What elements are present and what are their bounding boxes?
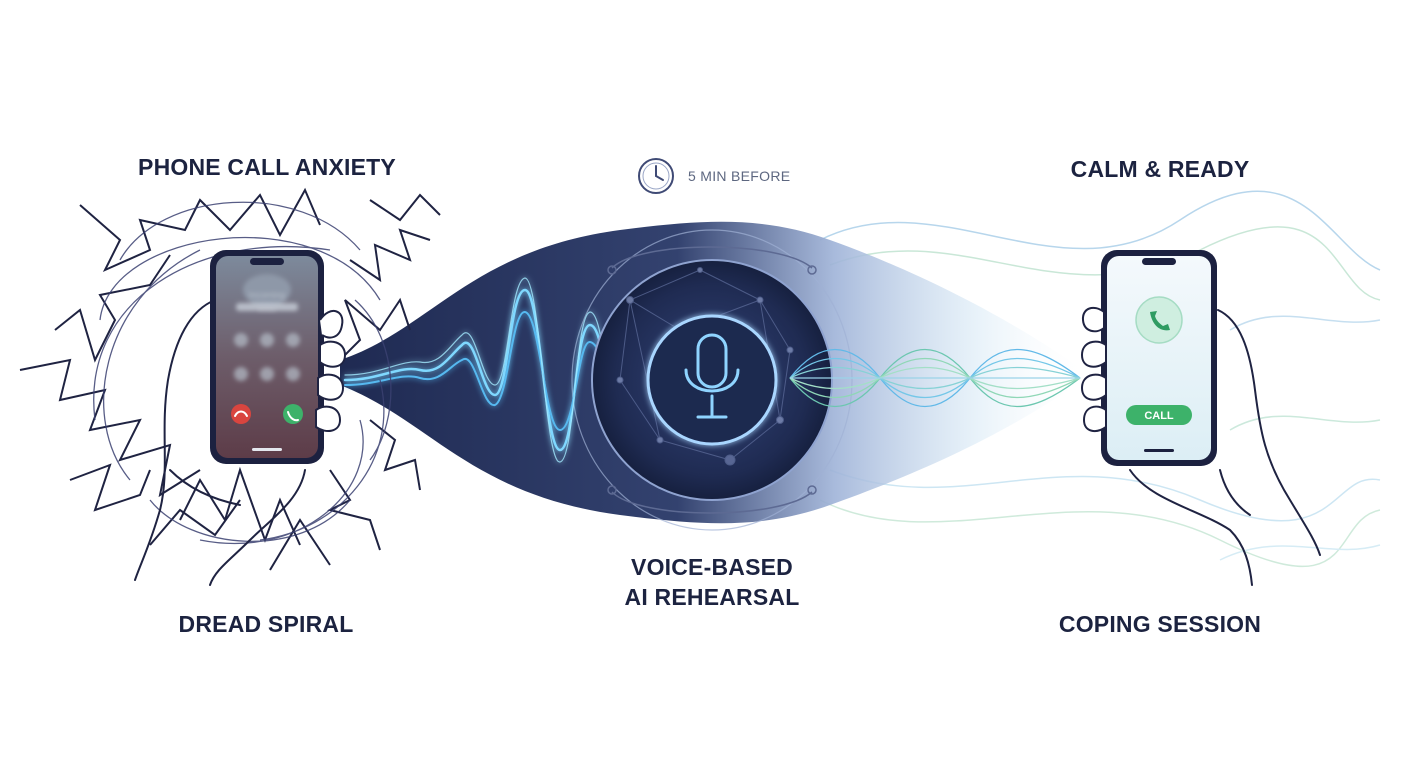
call-button-label: CALL xyxy=(1144,410,1174,422)
anxious-phone: Incoming Mobile xyxy=(210,250,324,464)
left-caption: DREAD SPIRAL xyxy=(178,611,354,637)
dread-spiral-scribbles xyxy=(19,187,441,571)
accept-call-icon[interactable] xyxy=(283,404,303,424)
right-caption: COPING SESSION xyxy=(1058,611,1262,637)
calm-phone: CALL xyxy=(1101,250,1217,466)
calm-flow-lines xyxy=(819,190,1381,568)
right-hand-outline xyxy=(1129,309,1321,586)
ai-core xyxy=(591,259,833,501)
left-heading: PHONE CALL ANXIETY xyxy=(138,154,396,180)
center-caption-line2: AI REHEARSAL xyxy=(624,584,800,610)
center-caption-line1: VOICE-BASED xyxy=(631,554,793,580)
right-heading: CALM & READY xyxy=(1070,156,1250,182)
timer-text: 5 MIN BEFORE xyxy=(688,168,791,184)
clock-icon xyxy=(638,158,674,194)
calm-waveform xyxy=(789,348,1081,408)
left-hand-outline xyxy=(134,299,306,586)
blurred-call-status: Mobile xyxy=(258,308,276,314)
center-caption: VOICE-BASED AI REHEARSAL xyxy=(625,552,800,612)
microphone-icon xyxy=(684,333,740,419)
timer: 5 MIN BEFORE xyxy=(636,156,790,196)
call-button[interactable] xyxy=(1126,405,1192,425)
decline-call-icon[interactable] xyxy=(231,404,251,424)
dread-spiral-arcs xyxy=(93,201,392,545)
left-fingers xyxy=(315,310,347,433)
phone-icon xyxy=(1135,296,1183,344)
right-fingers xyxy=(1080,306,1107,433)
blurred-caller-name: Incoming xyxy=(249,290,286,300)
